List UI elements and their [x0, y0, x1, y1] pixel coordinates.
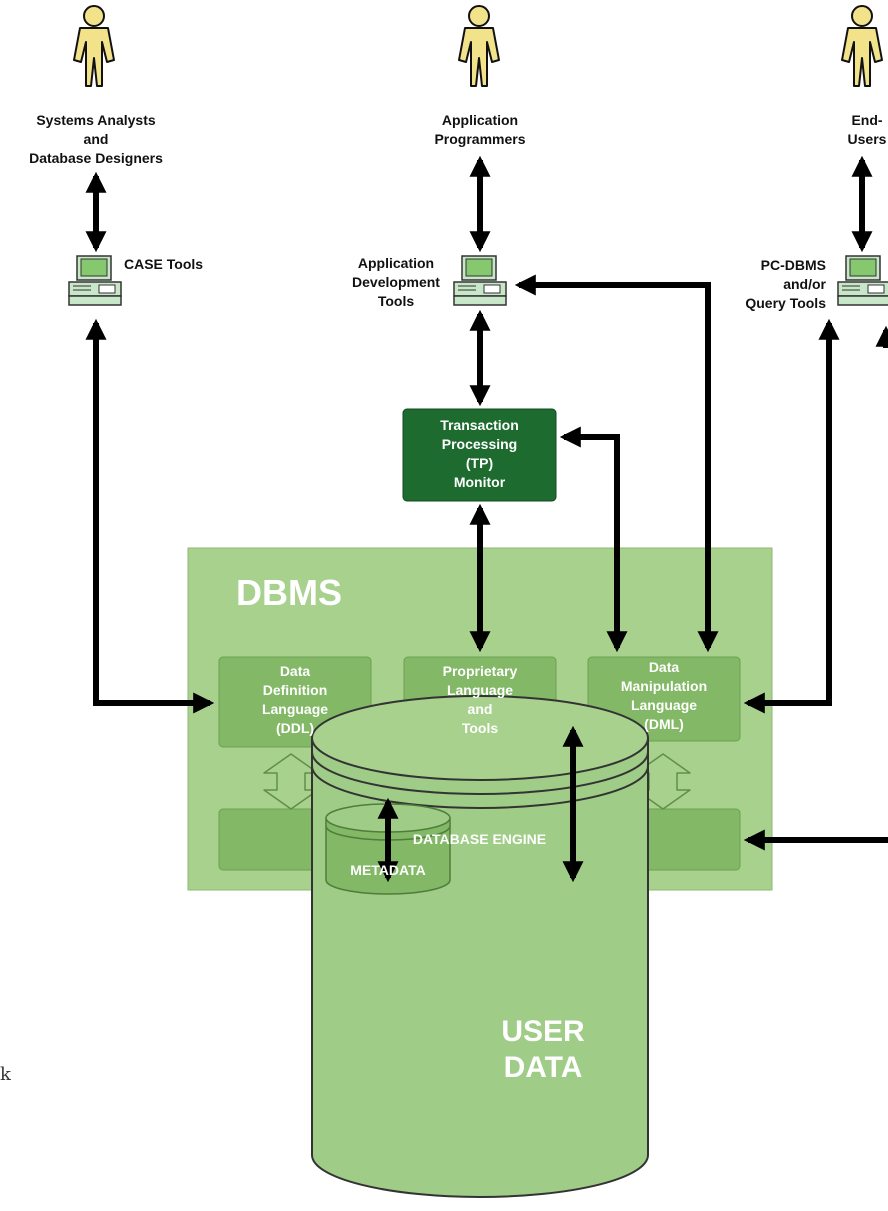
pc-dbms-computer-icon	[837, 255, 888, 306]
tp-monitor-label: Transaction Processing (TP) Monitor	[440, 417, 519, 490]
programmers-label: Application Programmers	[434, 112, 526, 147]
ddl-label: Data Definition Language (DDL)	[261, 663, 329, 736]
programmer-person-icon	[458, 5, 500, 87]
app-dev-computer-icon	[453, 255, 507, 306]
database-engine-label: DATABASE ENGINE	[412, 831, 547, 847]
end-users-label: End- Users	[847, 112, 887, 147]
user-data-label: USER DATA	[501, 1015, 585, 1084]
metadata-label: METADATA	[350, 862, 426, 878]
stray-character: k	[0, 1064, 11, 1085]
app-dev-tools-label: Application Development Tools	[352, 255, 440, 309]
analyst-person-icon	[73, 5, 115, 87]
proprietary-label: Proprietary Language and Tools	[442, 663, 518, 736]
user-data-cylinder	[311, 695, 649, 1198]
analysts-label: Systems Analysts and Database Designers	[29, 112, 163, 166]
ddl-engine-block-arrow	[263, 753, 319, 810]
case-ddl-arrow	[85, 318, 215, 714]
case-computer-icon	[68, 255, 122, 306]
case-tools-label: CASE Tools	[124, 256, 204, 272]
pc-dbms-tools-label: PC-DBMS and/or Query Tools	[745, 257, 826, 311]
pcdbms-dml-arrow	[743, 318, 840, 714]
end-user-person-icon	[841, 5, 883, 87]
dml-label: Data Manipulation Language (DML)	[620, 659, 708, 732]
appdev-dml-arrow	[514, 274, 719, 653]
dbms-title: DBMS	[236, 572, 342, 613]
